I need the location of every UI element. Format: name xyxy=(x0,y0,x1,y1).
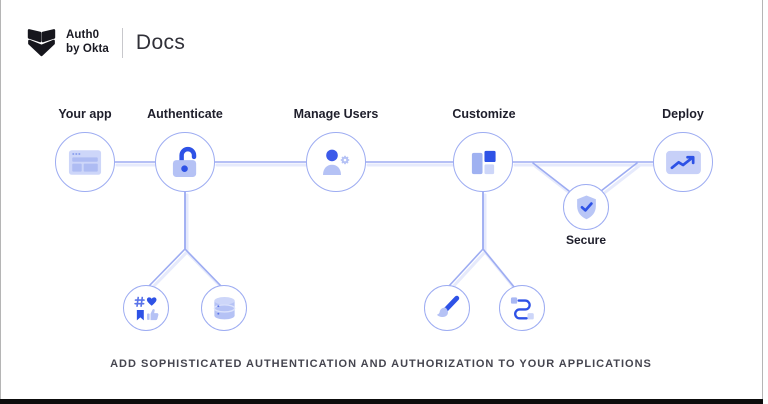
node-actions-flow[interactable] xyxy=(499,285,545,331)
flow-connector-icon xyxy=(510,296,534,319)
left-frame-line xyxy=(0,0,1,404)
logo-divider xyxy=(121,27,123,58)
node-social-connections[interactable] xyxy=(123,285,169,331)
brand-line1: Auth0 xyxy=(66,28,100,41)
tagline: ADD SOPHISTICATED AUTHENTICATION AND AUT… xyxy=(110,358,652,370)
right-frame-line xyxy=(762,0,763,404)
docs-wordmark[interactable]: Docs xyxy=(135,30,186,54)
node-secure[interactable] xyxy=(563,184,609,230)
auth0-shield-logo[interactable] xyxy=(25,26,58,59)
node-database[interactable] xyxy=(201,285,247,331)
node-manage-users[interactable] xyxy=(306,132,366,192)
browser-window-icon xyxy=(68,149,102,175)
brand-line2: by Okta xyxy=(66,42,109,55)
trend-up-chart-icon xyxy=(665,150,701,174)
node-your-app[interactable] xyxy=(55,132,115,192)
node-authenticate[interactable] xyxy=(155,132,215,192)
node-customize[interactable] xyxy=(453,132,513,192)
node-label-manage-users: Manage Users xyxy=(293,107,379,121)
node-branding-paintbrush[interactable] xyxy=(424,285,470,331)
user-gear-icon xyxy=(323,149,350,175)
bottom-bar xyxy=(0,399,763,404)
layout-blocks-icon xyxy=(471,150,496,174)
node-label-customize: Customize xyxy=(452,107,516,121)
shield-check-icon xyxy=(576,194,596,219)
social-engagement-icons xyxy=(133,296,158,320)
node-label-deploy: Deploy xyxy=(662,107,704,121)
brand-name: Auth0 by Okta xyxy=(66,29,109,56)
node-deploy[interactable] xyxy=(653,132,713,192)
node-label-your-app: Your app xyxy=(58,107,112,121)
node-label-secure: Secure xyxy=(565,233,607,247)
node-label-authenticate: Authenticate xyxy=(147,107,223,121)
paintbrush-icon xyxy=(436,295,460,318)
open-padlock-icon xyxy=(172,146,196,177)
header: Auth0 by Okta Docs xyxy=(25,26,185,59)
database-icon xyxy=(213,296,235,319)
